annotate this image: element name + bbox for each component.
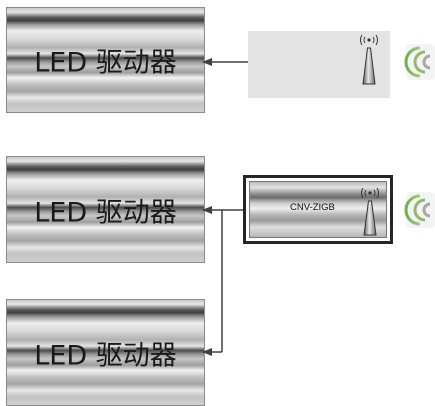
led-driver-2-label: LED 驱动器 [34,197,177,228]
led-driver-3: LED 驱动器 [6,299,205,406]
led-driver-1-label: LED 驱动器 [34,47,177,79]
zigbee-module: CNV-ZIGB [243,175,393,244]
antenna-icon [360,34,378,85]
wireless-signal-icon [404,44,435,80]
connector-branch [202,206,243,356]
zigbee-module-label: CNV-ZIGB [290,202,335,213]
led-driver-1: LED 驱动器 [6,7,205,113]
led-driver-3-label: LED 驱动器 [34,340,177,371]
wireless-signal-icon [404,192,435,228]
zigbee-module-body [249,181,387,238]
led-driver-2: LED 驱动器 [6,156,205,263]
antenna-icon [361,187,379,236]
